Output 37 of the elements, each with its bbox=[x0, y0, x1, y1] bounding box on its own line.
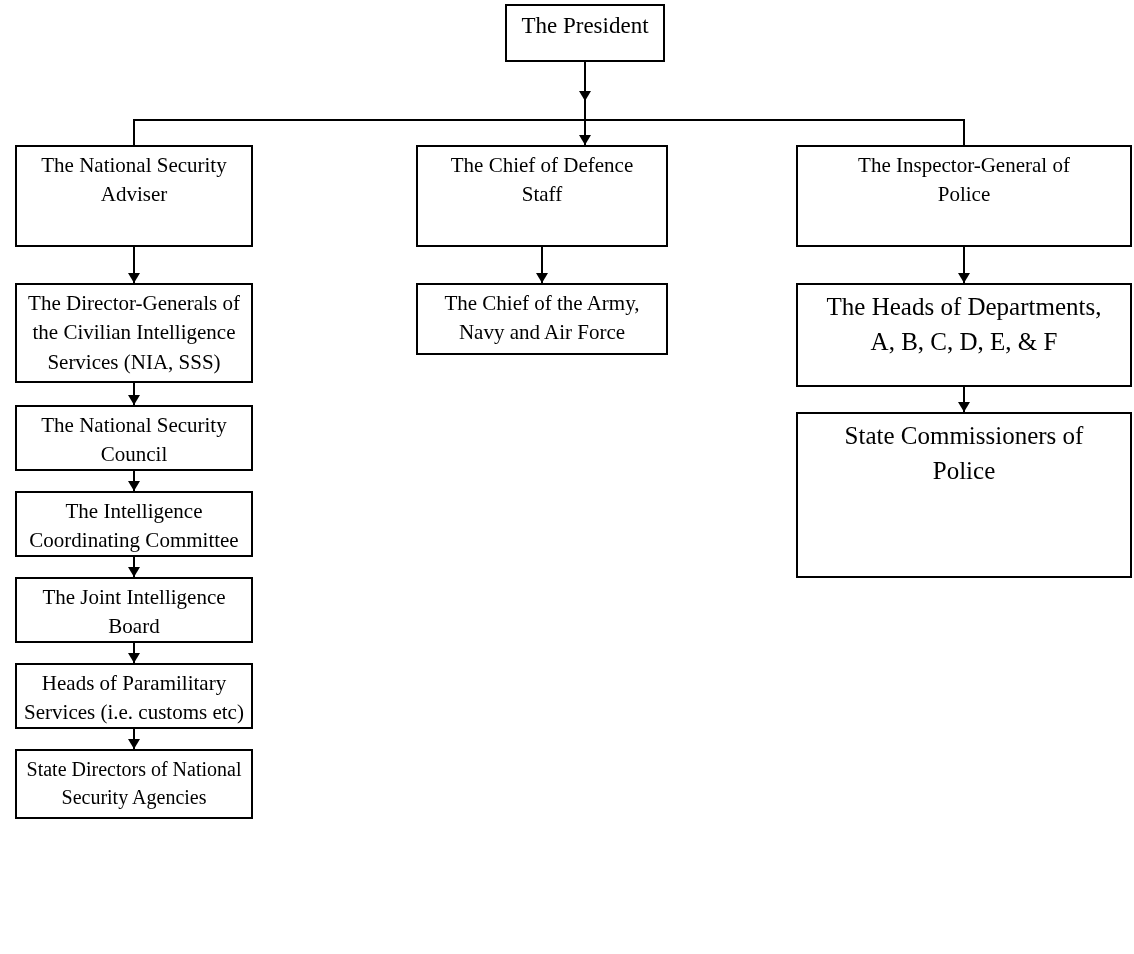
node-text: The National Security Adviser bbox=[40, 152, 228, 209]
org-box bbox=[15, 577, 253, 643]
arrow bbox=[579, 61, 591, 102]
org-box bbox=[15, 491, 253, 557]
node-text: Heads of Paramilitary Services (i.e. customs etc) bbox=[23, 670, 245, 727]
node-text: The National Security Council bbox=[40, 412, 228, 469]
node-text: The President bbox=[520, 12, 650, 40]
arrow bbox=[128, 470, 140, 492]
arrow bbox=[958, 386, 970, 413]
arrow bbox=[128, 728, 140, 750]
arrow bbox=[128, 382, 140, 406]
node-text: The Chief of Defence Staff bbox=[449, 152, 635, 209]
org-box bbox=[796, 145, 1132, 247]
node-text: The Inspector-General of Police bbox=[857, 152, 1071, 209]
node-text: State Directors of National Security Agencies bbox=[25, 757, 243, 811]
arrow bbox=[958, 246, 970, 284]
arrow bbox=[128, 642, 140, 664]
node-text: The Director-Generals of the Civilian Intelligence Services (NIA, SSS) bbox=[27, 290, 241, 376]
org-box bbox=[15, 749, 253, 819]
node-text: The Heads of Departments, A, B, C, D, E, & F bbox=[826, 292, 1102, 357]
org-box bbox=[15, 145, 253, 247]
connector-line bbox=[584, 100, 965, 146]
org-box bbox=[505, 4, 665, 62]
node-text: The Chief of the Army, Navy and Air Force bbox=[443, 290, 641, 347]
org-box bbox=[796, 412, 1132, 578]
org-box bbox=[416, 145, 668, 247]
arrow bbox=[128, 556, 140, 578]
org-box bbox=[15, 663, 253, 729]
arrow bbox=[536, 246, 548, 284]
node-text: The Joint Intelligence Board bbox=[41, 584, 227, 641]
org-box bbox=[15, 283, 253, 383]
org-box bbox=[796, 283, 1132, 387]
node-text: The Intelligence Coordinating Committee bbox=[28, 498, 240, 555]
org-box bbox=[416, 283, 668, 355]
arrow bbox=[128, 246, 140, 284]
node-text: State Commissioners of Police bbox=[843, 421, 1085, 486]
org-box bbox=[15, 405, 253, 471]
